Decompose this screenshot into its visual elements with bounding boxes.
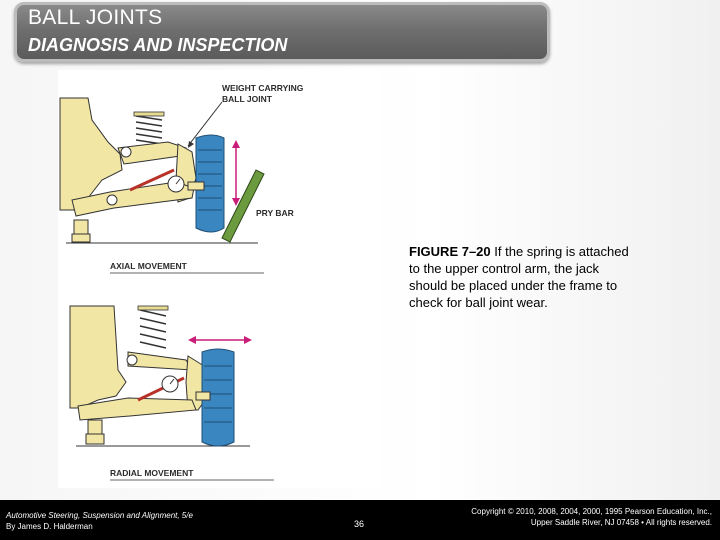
slide-title: BALL JOINTS	[28, 6, 163, 29]
coil-spring-top	[135, 115, 163, 145]
copyright-line-1: Copyright © 2010, 2008, 2004, 2000, 1995…	[471, 507, 712, 516]
title-panel	[14, 2, 550, 62]
weight-carrying-label-line2: BALL JOINT	[222, 94, 273, 104]
caption-text: If the spring is attached to the upper c…	[409, 244, 629, 310]
page-number: 36	[354, 519, 365, 529]
slide-subtitle: DIAGNOSIS AND INSPECTION	[28, 35, 288, 55]
copyright-line-2: Upper Saddle River, NJ 07458 • All right…	[530, 518, 712, 527]
axial-movement-label: AXIAL MOVEMENT	[110, 261, 188, 271]
figure-caption: FIGURE 7–20 If the spring is attached to…	[409, 243, 631, 311]
footer-author: By James D. Halderman	[6, 522, 93, 531]
radial-movement-label: RADIAL MOVEMENT	[110, 468, 194, 478]
weight-carrying-label-line1: WEIGHT CARRYING	[222, 83, 304, 93]
footer-book-title: Automotive Steering, Suspension and Alig…	[6, 511, 193, 520]
axial-diagram: WEIGHT CARRYING BALL JOINT PRY BAR AXIAL…	[59, 83, 304, 274]
coil-spring-bottom	[139, 309, 167, 349]
figure-number: FIGURE 7–20	[409, 244, 491, 259]
footer-book-info: Automotive Steering, Suspension and Alig…	[6, 510, 193, 532]
footer-bar: Automotive Steering, Suspension and Alig…	[0, 500, 720, 540]
pry-bar-label: PRY BAR	[256, 208, 294, 218]
footer-copyright: Copyright © 2010, 2008, 2004, 2000, 1995…	[471, 506, 712, 528]
ball-joint-figure: WEIGHT CARRYING BALL JOINT PRY BAR AXIAL…	[58, 70, 380, 488]
radial-diagram: RADIAL MOVEMENT	[69, 305, 274, 481]
ball-joint-illustration: WEIGHT CARRYING BALL JOINT PRY BAR AXIAL…	[59, 83, 304, 481]
